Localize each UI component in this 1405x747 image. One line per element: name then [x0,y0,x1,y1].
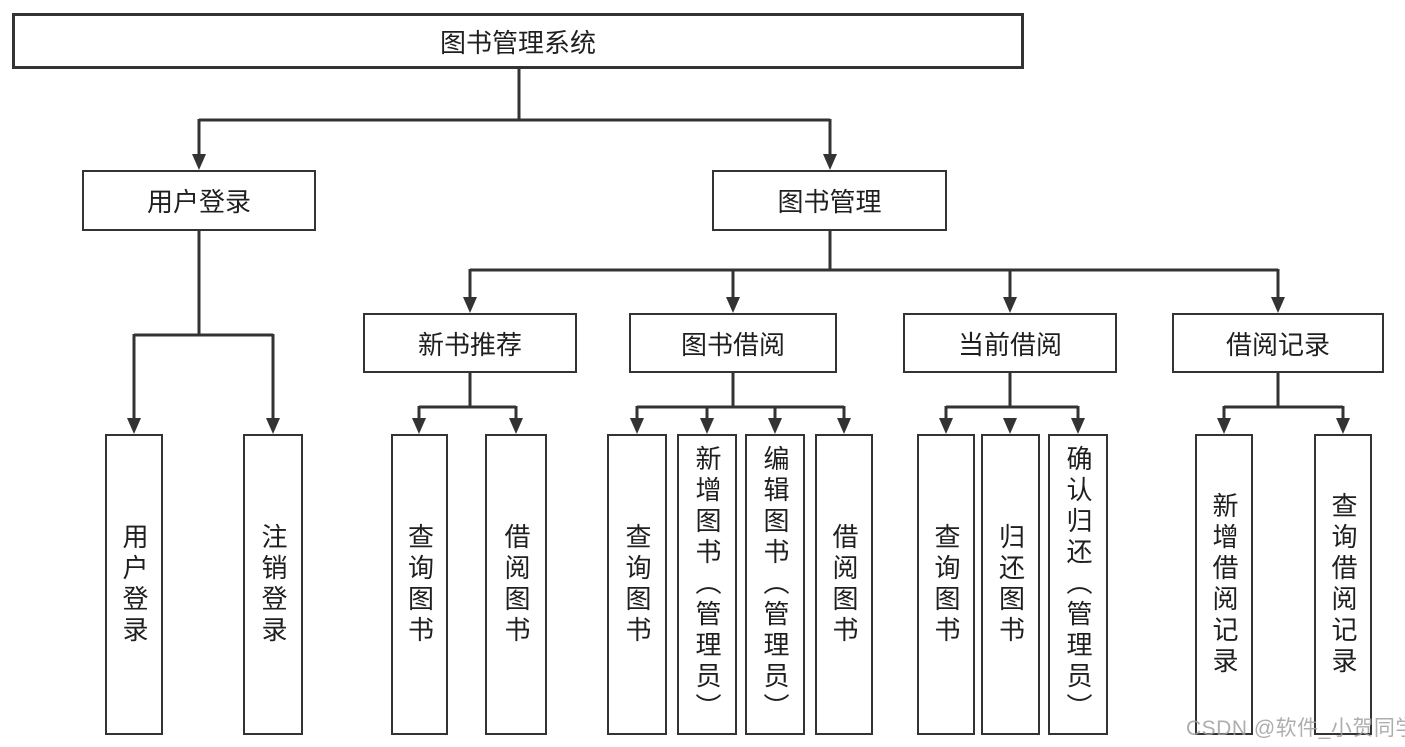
leaf-borrow-books-recommend: 借阅图书 [485,434,547,735]
node-new-book-recommend: 新书推荐 [363,313,577,373]
node-system-root: 图书管理系统 [12,13,1024,69]
node-user-login: 用户登录 [82,170,316,231]
csdn-watermark: CSDN @软件_小贺同学 [1186,717,1405,740]
leaf-logout: 注销登录 [243,434,303,735]
node-borrow-records: 借阅记录 [1172,313,1384,373]
leaf-borrow-books: 借阅图书 [815,434,873,735]
leaf-query-books-current: 查询图书 [917,434,975,735]
leaf-edit-book-admin: 编辑图书（管理员） [745,434,805,735]
node-book-management: 图书管理 [712,170,947,231]
node-current-borrow: 当前借阅 [903,313,1117,373]
leaf-add-book-admin: 新增图书（管理员） [677,434,737,735]
node-book-borrow: 图书借阅 [629,313,837,373]
leaf-query-books-borrow: 查询图书 [607,434,667,735]
leaf-query-books-recommend: 查询图书 [391,434,448,735]
leaf-confirm-return-admin: 确认归还（管理员） [1048,434,1108,735]
leaf-add-borrow-record: 新增借阅记录 [1195,434,1253,735]
leaf-query-borrow-record: 查询借阅记录 [1314,434,1372,735]
leaf-return-books: 归还图书 [981,434,1040,735]
leaf-user-login: 用户登录 [105,434,163,735]
